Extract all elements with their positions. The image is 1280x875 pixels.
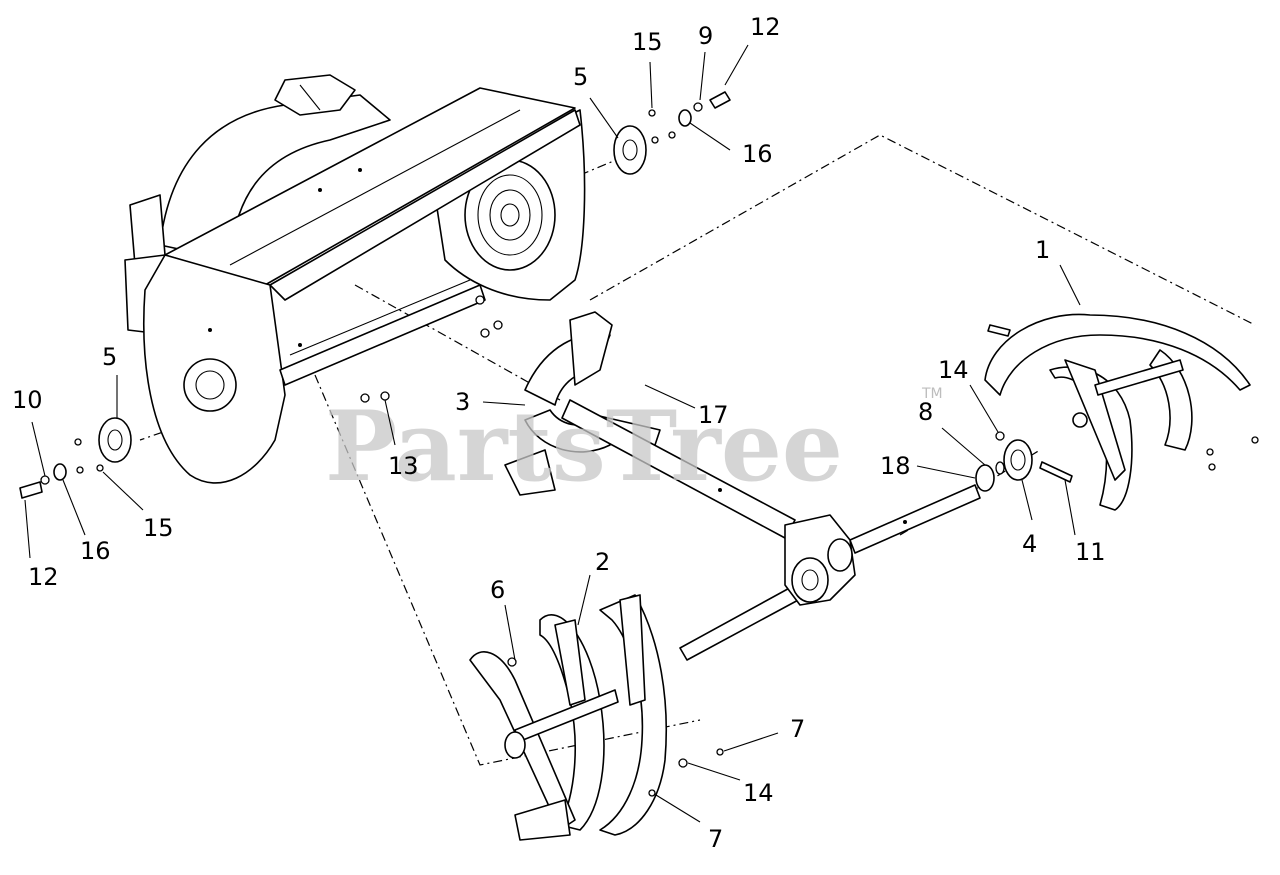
- right-shaft-hardware: [975, 324, 1259, 492]
- callout-14-right: 14: [938, 356, 969, 384]
- gearbox: [784, 514, 856, 606]
- callout-7-lower: 7: [708, 825, 723, 853]
- auger-housing: [124, 74, 586, 484]
- callout-16-right: 16: [742, 140, 773, 168]
- housing-hardware: [360, 295, 503, 403]
- callout-8: 8: [918, 398, 933, 426]
- callout-14-lower: 14: [743, 779, 774, 807]
- callout-12-right: 12: [750, 13, 781, 41]
- trademark-mark: TM: [921, 386, 943, 402]
- callout-15-left: 15: [143, 514, 174, 542]
- callout-labels: 1 2 3 4 5 5 6 7 7 8 9 10 11 12 12 13 14 …: [12, 13, 1106, 853]
- callout-5-left: 5: [102, 343, 117, 371]
- callout-15-right: 15: [632, 28, 663, 56]
- callout-9: 9: [698, 22, 713, 50]
- callout-12-left: 12: [28, 563, 59, 591]
- partstree-watermark: PartsTree: [325, 390, 843, 503]
- callout-18: 18: [880, 452, 911, 480]
- callout-2: 2: [595, 548, 610, 576]
- callout-1: 1: [1035, 236, 1050, 264]
- left-auger: [469, 594, 724, 841]
- impeller: [504, 311, 661, 496]
- callout-4: 4: [1022, 530, 1037, 558]
- callout-7-upper: 7: [790, 715, 805, 743]
- callout-leaders: [24, 44, 1081, 823]
- callout-16-left: 16: [80, 537, 111, 565]
- callout-6: 6: [490, 576, 505, 604]
- callout-13: 13: [388, 452, 419, 480]
- right-auger: [984, 313, 1251, 511]
- callout-5-right: 5: [573, 63, 588, 91]
- callout-11: 11: [1075, 538, 1106, 566]
- callout-3: 3: [455, 388, 470, 416]
- right-bearing-hardware: [613, 91, 731, 175]
- callout-17: 17: [698, 401, 729, 429]
- callout-10: 10: [12, 386, 43, 414]
- left-bearing-hardware: [19, 417, 132, 499]
